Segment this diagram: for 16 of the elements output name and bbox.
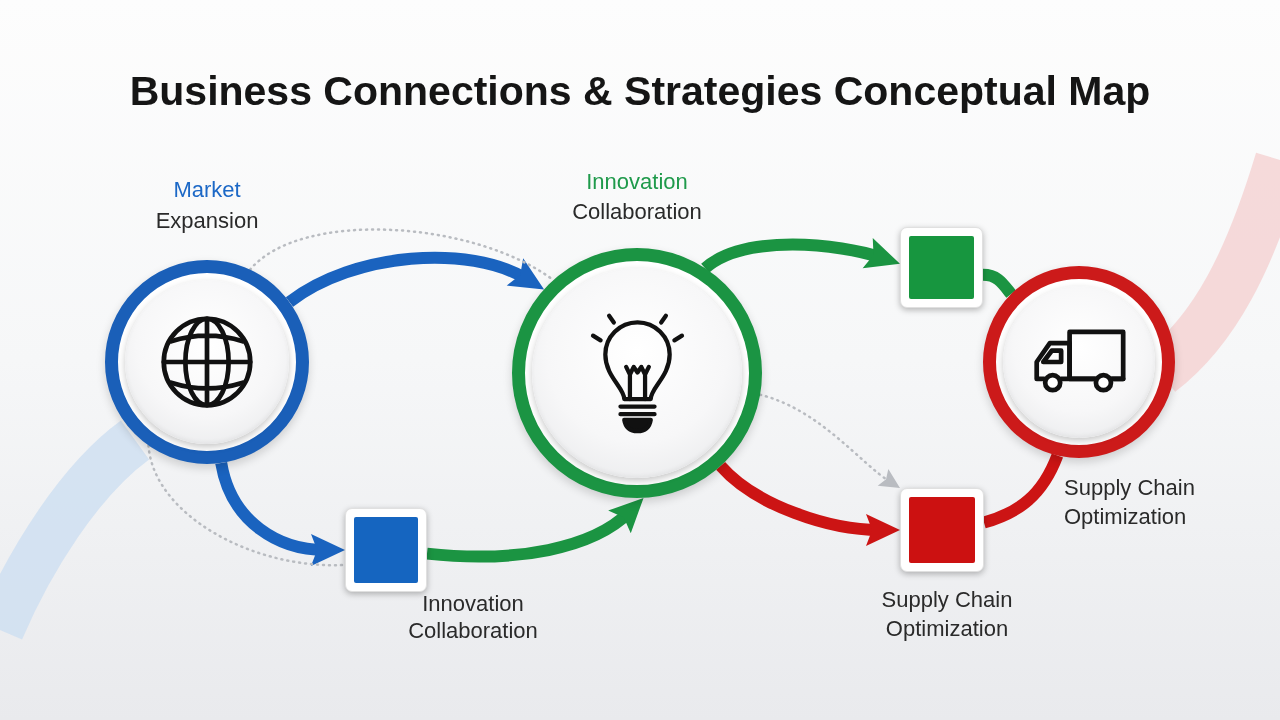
node-heading: Market Expansion	[154, 176, 260, 235]
dotted-arrow	[758, 393, 900, 489]
node-caption: Supply Chain Optimization	[880, 586, 1014, 643]
node-caption: Innovation Collaboration	[407, 590, 539, 644]
diagram-title: Business Connections & Strategies Conceptual Map	[129, 67, 1151, 116]
arrow	[426, 498, 645, 563]
arrow	[716, 461, 900, 546]
arrow	[215, 461, 345, 566]
node-heading: Innovation Collaboration	[571, 168, 703, 226]
connector-line	[982, 453, 1063, 529]
arrow	[286, 251, 545, 307]
square-node	[345, 508, 427, 592]
arrow	[701, 238, 901, 274]
square-node	[900, 227, 983, 308]
square-node	[900, 488, 984, 572]
node-caption: Supply Chain Optimization	[1064, 474, 1196, 531]
